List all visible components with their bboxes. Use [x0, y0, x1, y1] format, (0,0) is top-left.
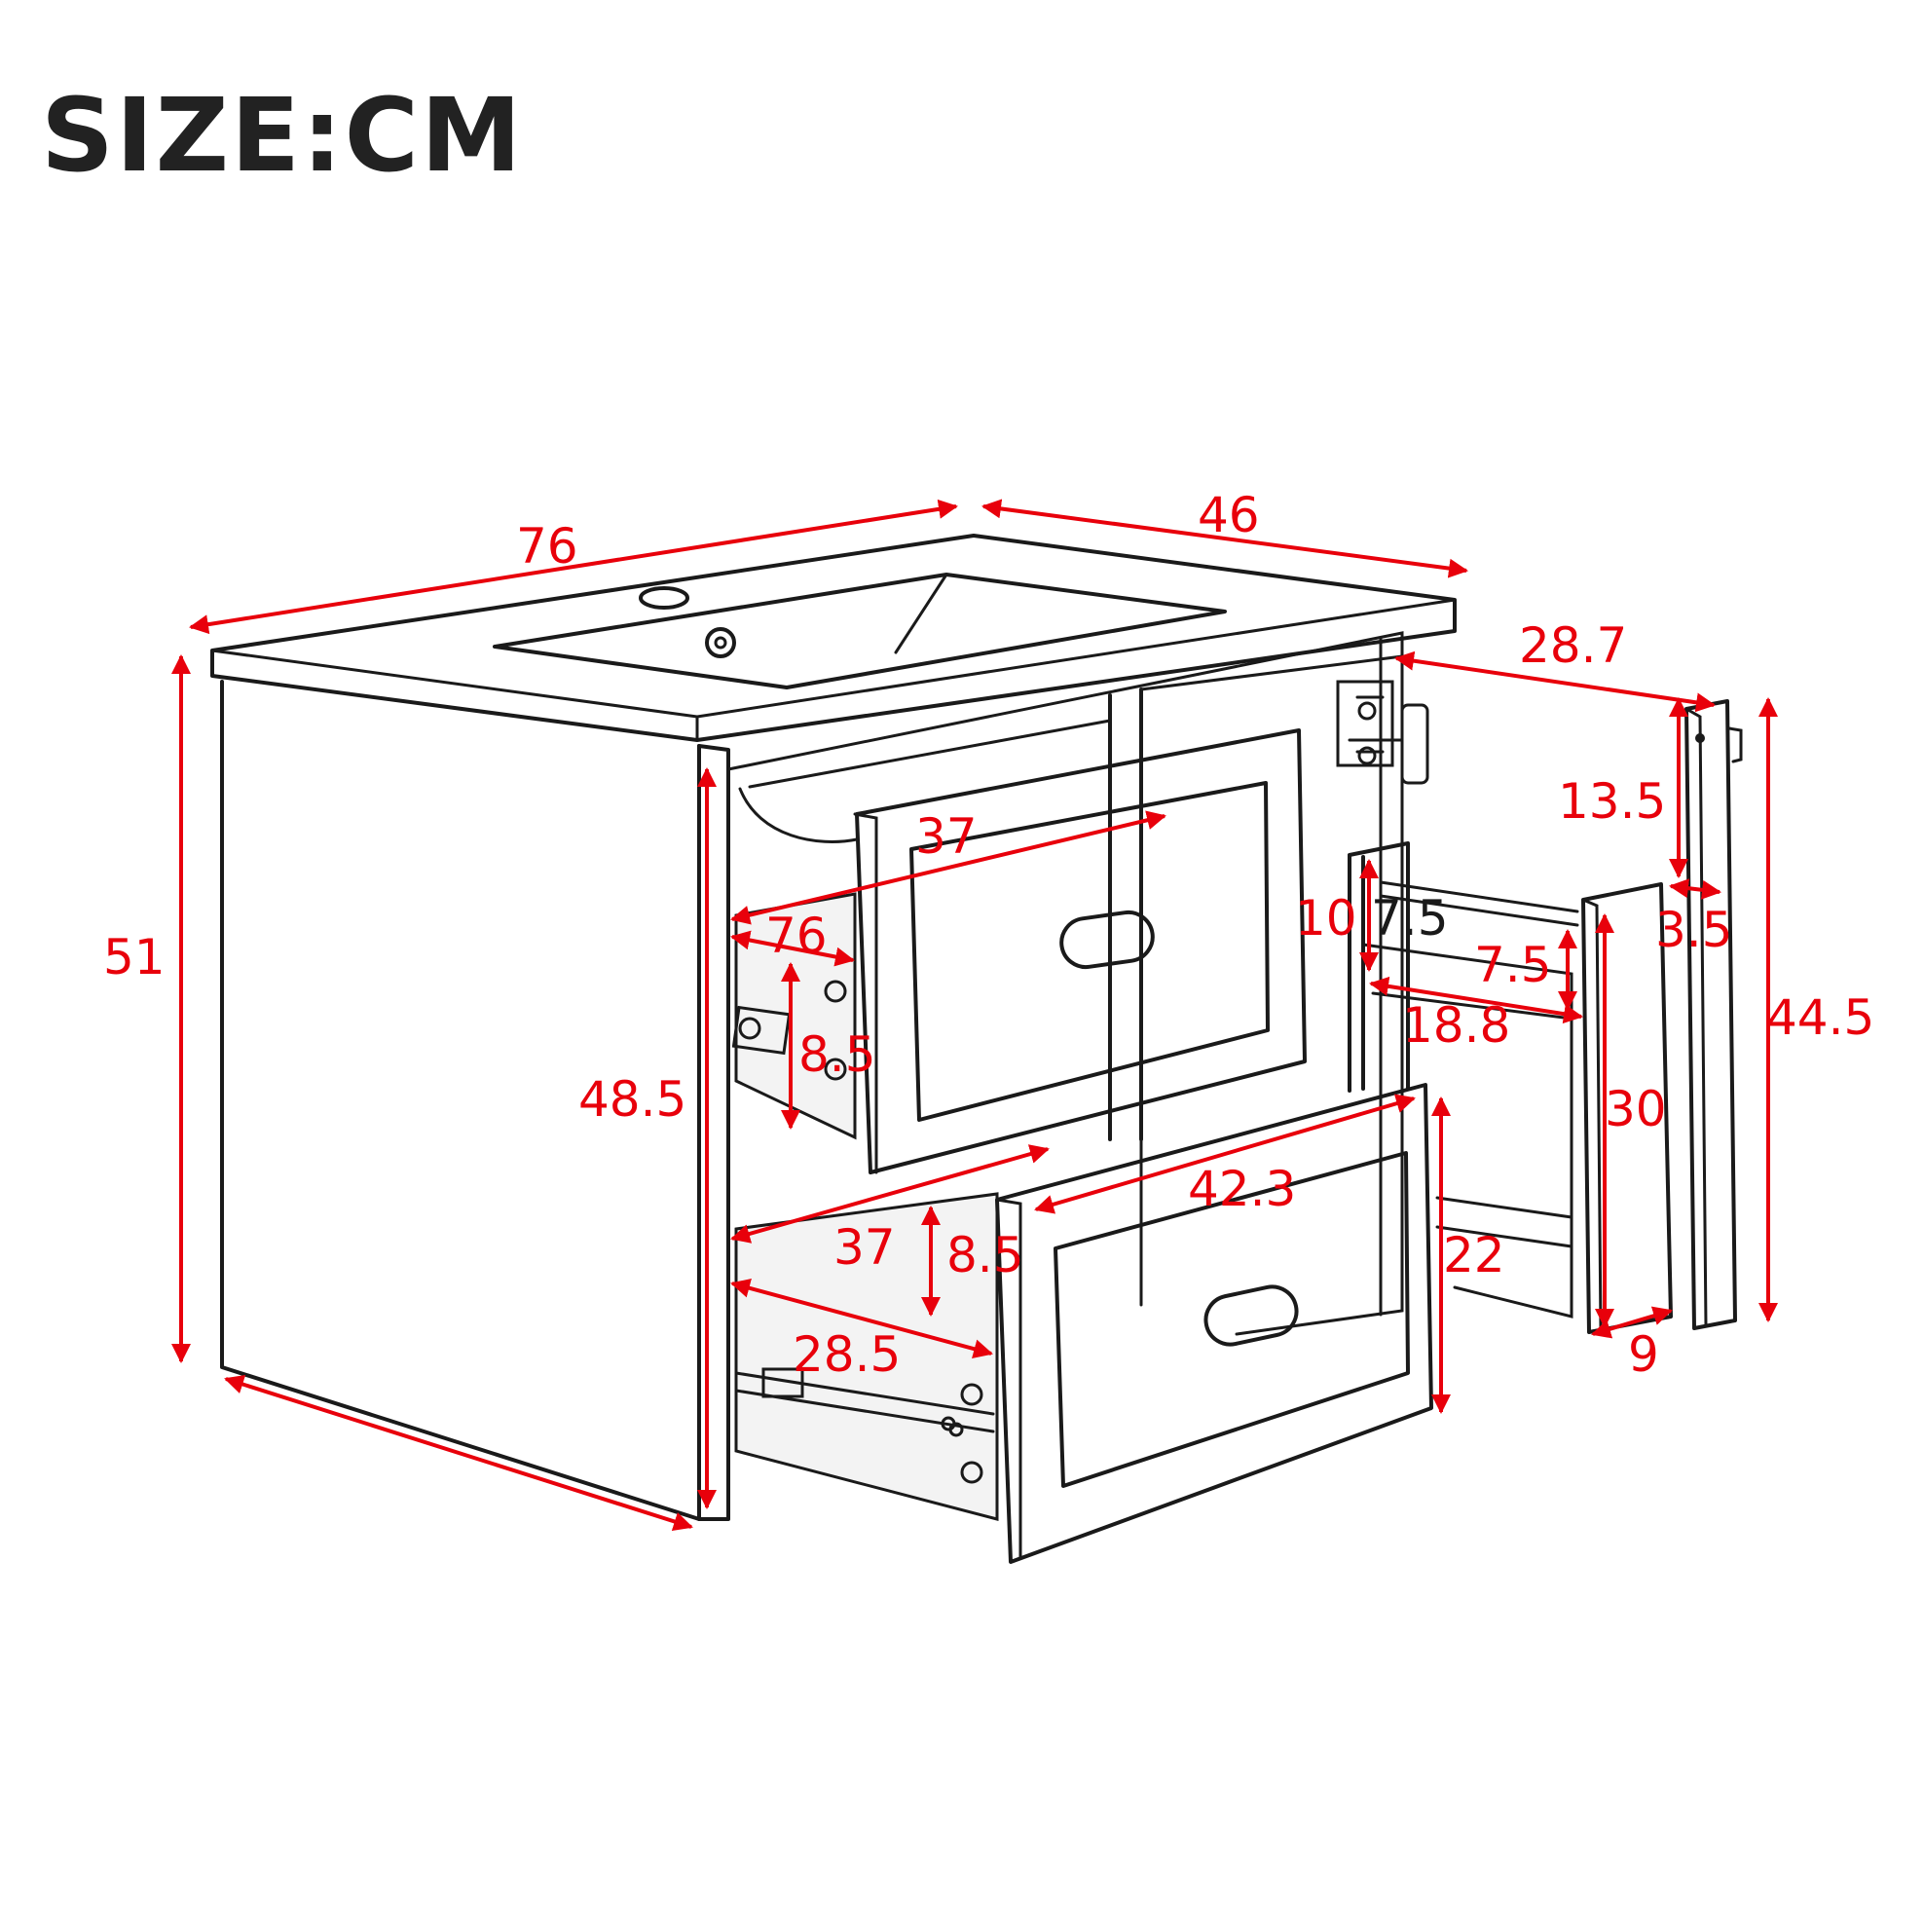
- dim-total-height: 51: [103, 929, 166, 985]
- dim-compartment-depth: 22: [1443, 1227, 1505, 1283]
- door-hinge: [1336, 680, 1429, 785]
- page-title: SIZE:CM: [41, 76, 524, 195]
- dim-door-panel-depth: 9: [1628, 1326, 1659, 1383]
- lower-drawer-handle: [1203, 1284, 1299, 1347]
- dim-upper-drawer-width: 37: [915, 808, 978, 865]
- countertop: [210, 534, 1457, 742]
- dim-cabinet-height: 48.5: [578, 1071, 686, 1128]
- dimension-lines: [171, 499, 1778, 1532]
- dim-lower-drawer-front: 42.3: [1188, 1161, 1296, 1217]
- dim-shelf-inner: 7.5: [1371, 890, 1449, 947]
- cabinet-drawing: [210, 534, 1743, 1564]
- dim-top-width: 76: [516, 518, 578, 575]
- dim-upper-drawer-depth: 76: [765, 908, 828, 964]
- dim-lower-drawer-depth: 37: [833, 1219, 896, 1276]
- dim-top-depth: 46: [1198, 487, 1260, 543]
- dim-compartment-height: 30: [1605, 1081, 1667, 1137]
- dim-shelf-inner-b: 7.5: [1474, 937, 1552, 993]
- dim-door-height: 44.5: [1766, 989, 1874, 1046]
- upper-drawer-front: [855, 728, 1307, 1174]
- dim-lower-drawer-width: 28.5: [793, 1326, 901, 1383]
- door-edge: [1684, 699, 1737, 1330]
- dim-lower-drawer-height: 8.5: [946, 1227, 1024, 1283]
- faucet-hole: [639, 586, 689, 610]
- front-frame: [697, 744, 730, 1521]
- dim-door-width: 28.7: [1519, 617, 1627, 674]
- dim-shelf-height: 10: [1295, 890, 1357, 947]
- dim-door-thickness: 3.5: [1655, 902, 1733, 958]
- dim-upper-drawer-height: 8.5: [798, 1026, 876, 1083]
- dim-shelf-width: 18.8: [1402, 997, 1510, 1054]
- door-shelf: [1348, 841, 1410, 1093]
- dimension-labels: 76 46 51 48.5 37 76 8.5 37 8.5 28.5 42.3…: [103, 487, 1874, 1383]
- dim-door-top-gap: 13.5: [1558, 773, 1666, 830]
- overflow-drain: [705, 627, 736, 658]
